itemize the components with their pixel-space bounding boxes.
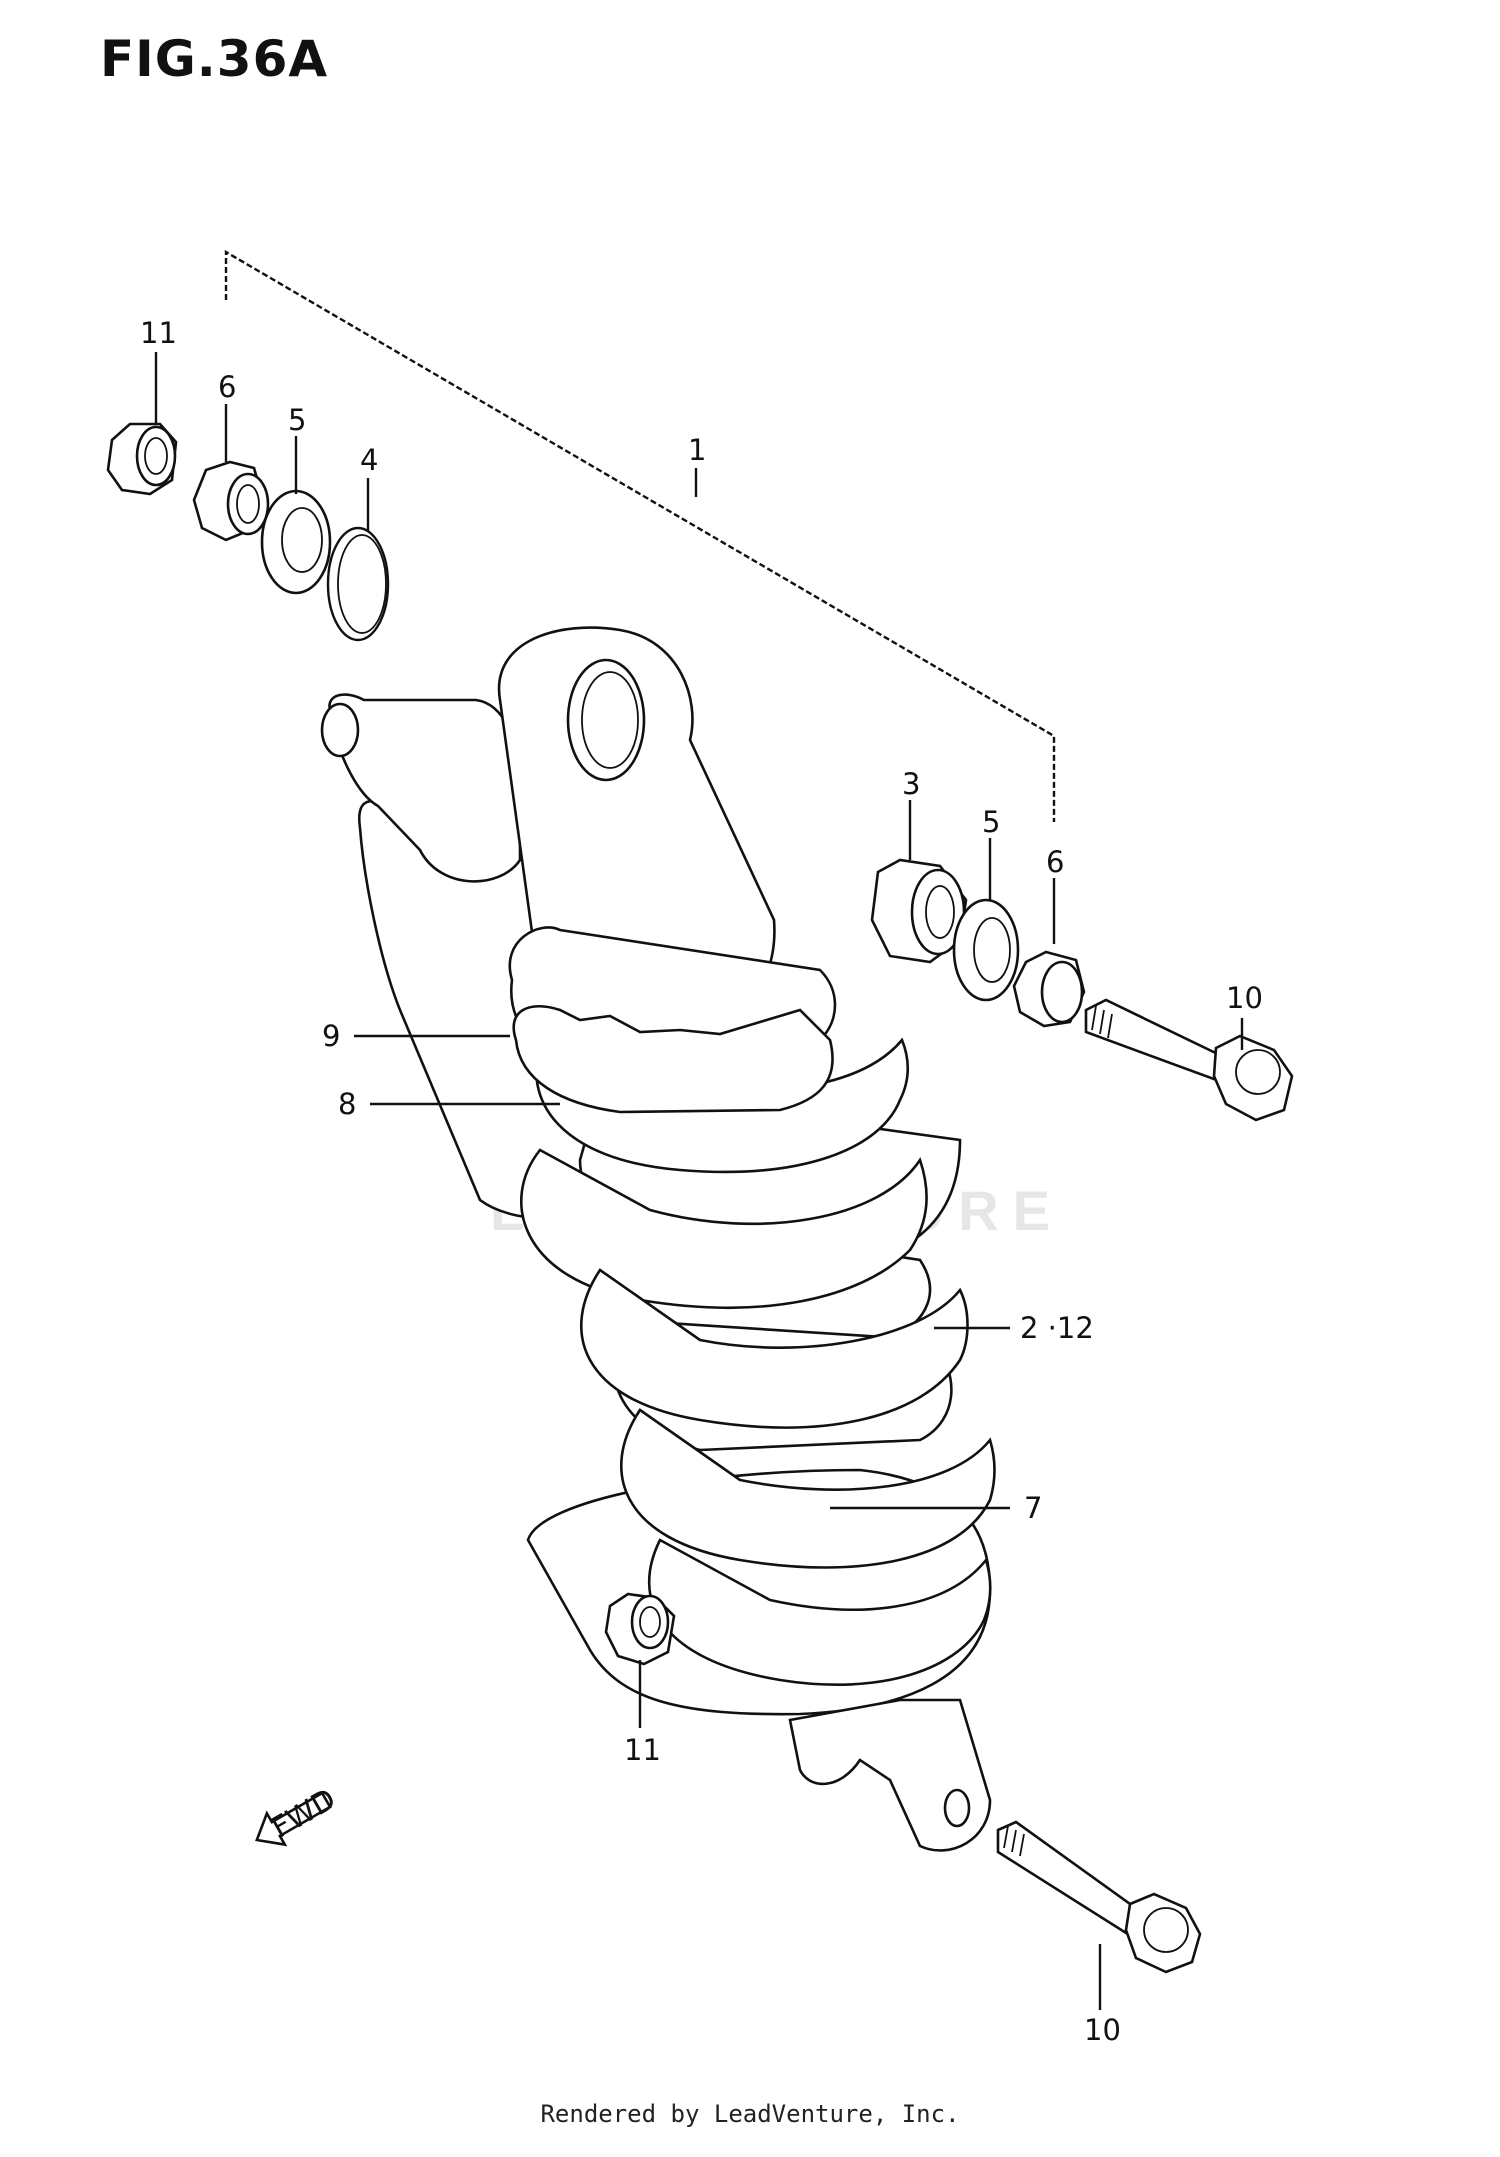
callout-10-top: 10 (1226, 981, 1263, 1015)
callout-7: 7 (1024, 1491, 1042, 1525)
washer-top-left (260, 489, 332, 595)
leader-lines (154, 352, 1244, 2010)
assembly-bracket-line (224, 249, 1056, 822)
adjuster-nut (512, 1005, 834, 1114)
collar-right (1012, 950, 1086, 1028)
callout-1: 1 (688, 433, 706, 467)
callout-4: 4 (360, 443, 378, 477)
callout-5-right: 5 (982, 805, 1000, 839)
nut-top-left (106, 422, 178, 496)
callout-8: 8 (338, 1087, 356, 1121)
callout-3: 3 (902, 767, 920, 801)
bolt-bottom (996, 1820, 1202, 1974)
coil-spring (519, 1037, 996, 1716)
callout-6-top: 6 (218, 370, 236, 404)
callout-9: 9 (322, 1019, 340, 1053)
footer-credit: Rendered by LeadVenture, Inc. (540, 2100, 960, 2128)
bearing (870, 858, 968, 964)
callout-10-bottom: 10 (1084, 2013, 1121, 2047)
callout-11-top: 11 (140, 316, 177, 350)
washer-right (952, 898, 1020, 1002)
forward-arrow-icon (255, 1791, 332, 1847)
figure-title: FIG.36A (100, 30, 329, 88)
lower-clevis (788, 1698, 992, 1852)
callout-6-right: 6 (1046, 845, 1064, 879)
collar-top-left (192, 460, 270, 542)
nut-bottom (604, 1592, 676, 1666)
bolt-top-right (1084, 998, 1294, 1122)
callout-2-12: 2 ·12 (1020, 1311, 1094, 1345)
fwd-label: FWD (266, 1781, 342, 1844)
callout-5-top: 5 (288, 403, 306, 437)
callout-11-bottom: 11 (624, 1733, 661, 1767)
circlip (326, 526, 390, 642)
